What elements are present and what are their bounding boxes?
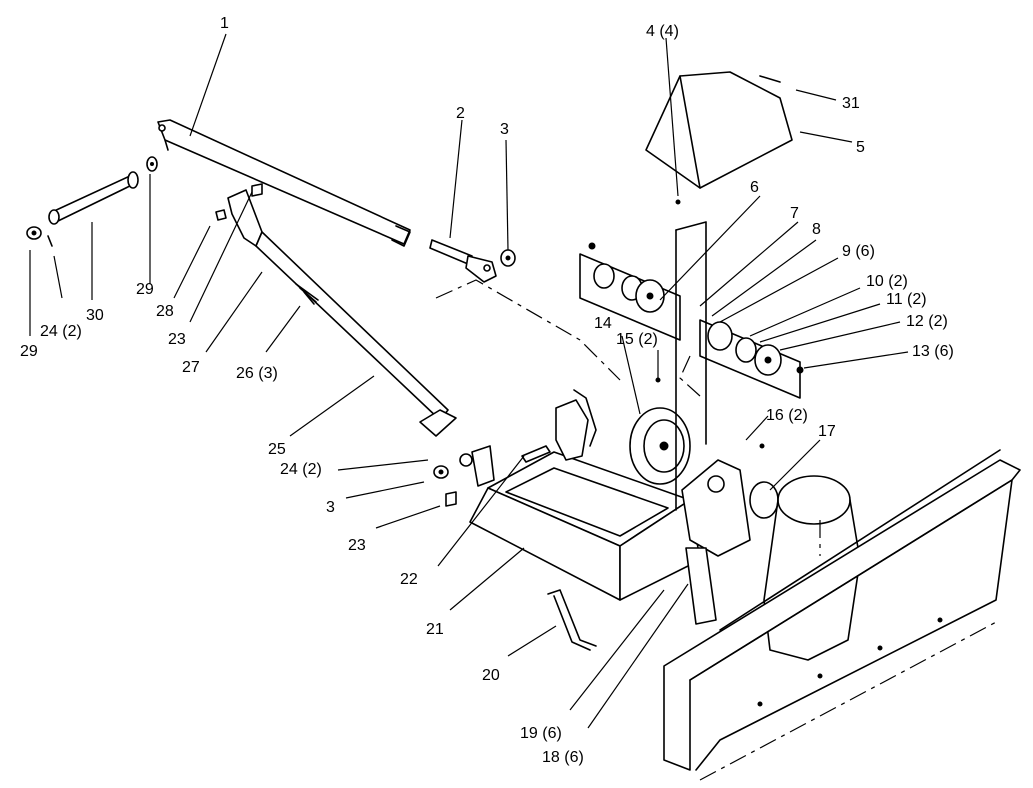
- phantom-line-2: [679, 355, 701, 397]
- mounting-frame: [469, 389, 701, 601]
- callout-27: 27: [182, 359, 200, 376]
- pin-handle: [547, 589, 597, 651]
- housing-column: [675, 221, 751, 625]
- callout-3b: 3: [326, 499, 335, 516]
- callout-10: 10 (2): [866, 273, 908, 290]
- callout-23b: 23: [348, 537, 366, 554]
- washer-top: [500, 249, 516, 267]
- callout-26: 26 (3): [236, 365, 278, 382]
- callout-7: 7: [790, 205, 799, 222]
- callout-30: 30: [86, 307, 104, 324]
- callout-8: 8: [812, 221, 821, 238]
- callout-9: 9 (6): [842, 243, 875, 260]
- callout-11: 11 (2): [886, 291, 927, 308]
- callout-12: 12 (2): [906, 313, 948, 330]
- callout-22: 22: [400, 571, 418, 588]
- callout-1: 1: [220, 15, 229, 32]
- callout-19: 19 (6): [520, 725, 562, 742]
- callout-29a: 29: [136, 281, 154, 298]
- callout-13: 13 (6): [912, 343, 954, 360]
- lift-arm: [227, 183, 457, 437]
- plow-blade: [663, 449, 1021, 771]
- callout-5: 5: [856, 139, 865, 156]
- callout-17: 17: [818, 423, 836, 440]
- pulley: [629, 377, 691, 485]
- callout-25: 25: [268, 441, 286, 458]
- callout-18: 18 (6): [542, 749, 584, 766]
- callout-14: 14: [594, 315, 612, 332]
- callout-16: 16 (2): [766, 407, 808, 424]
- lift-rod: [157, 119, 411, 247]
- callout-labels: 1 2 3 4 (4) 31 5 6 7 8 9 (6) 10 (2) 11 (…: [20, 15, 954, 766]
- phantom-line-1: [435, 279, 621, 381]
- callout-6: 6: [750, 179, 759, 196]
- callout-4: 4 (4): [646, 23, 679, 40]
- callout-24b: 24 (2): [280, 461, 322, 478]
- phantom-line-4: [699, 619, 1001, 781]
- chute-hood: [645, 71, 793, 205]
- bearing-plate: [579, 242, 804, 399]
- callout-31: 31: [842, 95, 860, 112]
- adjuster-rod: [429, 239, 497, 283]
- callout-15: 15 (2): [616, 331, 658, 348]
- callout-29b: 29: [20, 343, 38, 360]
- callout-20: 20: [482, 667, 500, 684]
- callout-23a: 23: [168, 331, 186, 348]
- callout-24a: 24 (2): [40, 323, 82, 340]
- callout-3: 3: [500, 121, 509, 138]
- callout-28: 28: [156, 303, 174, 320]
- pivot-pin-assembly: [26, 156, 227, 247]
- leader-lines: [29, 33, 909, 729]
- callout-21: 21: [426, 621, 444, 638]
- callout-2: 2: [456, 105, 465, 122]
- lower-hardware: [433, 445, 495, 507]
